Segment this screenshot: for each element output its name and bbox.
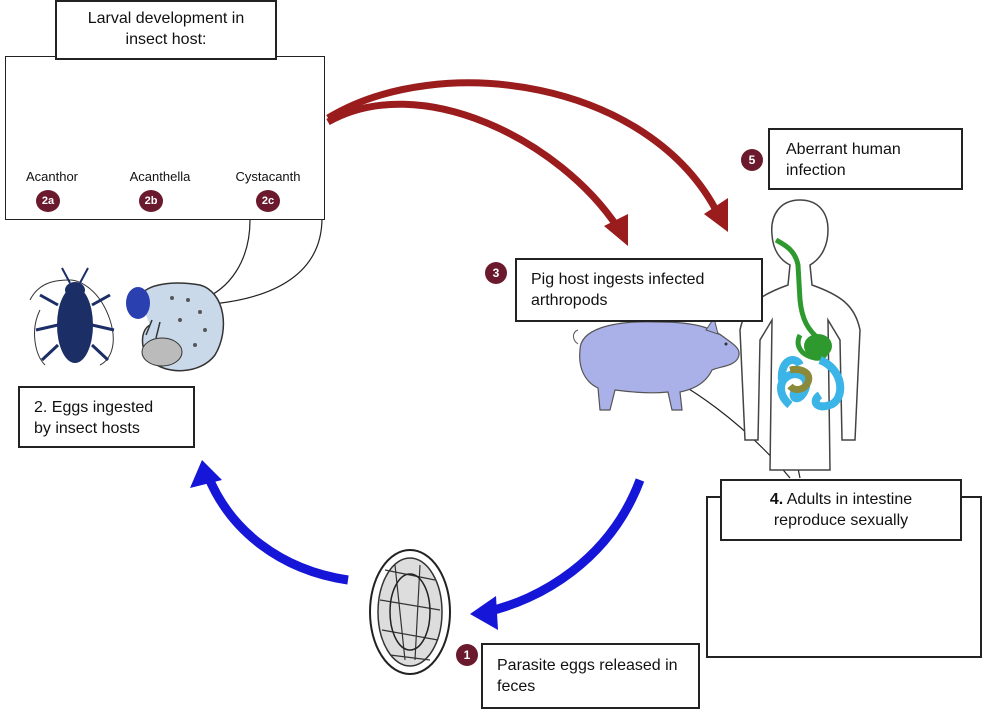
eggs-ingested-box: 2. Eggs ingested by insect hosts [18,386,195,448]
adults-line1: 4. Adults in intestine [732,489,950,510]
stage-label-acanthor: Acanthor [25,169,79,184]
human-infection-box: Aberrant human infection [768,128,963,190]
human-illustration [739,199,861,471]
pig-illustration [573,316,740,411]
eggs-released-line2: feces [497,678,536,695]
human-infection-line1: Aberrant human [786,141,901,158]
eggs-ingested-line1: 2. Eggs ingested [34,399,154,416]
connector-line-2 [199,217,323,306]
eggs-released-line1: Parasite eggs released in [497,657,678,674]
human-infection-line2: infection [786,162,846,179]
red-arrow-to-human [326,79,728,232]
stage-label-acanthella: Acanthella [129,169,191,184]
stage-label-cystacanth: Cystacanth [235,169,301,184]
adults-line2: reproduce sexually [773,512,909,529]
blue-arrow-to-insects [190,460,349,585]
adults-box: 4. Adults in intestine reproduce sexuall… [720,479,962,541]
step-badge-3: 3 [485,262,507,284]
adults-step-number: 4. [769,491,784,508]
stage-badge-2b: 2b [139,190,163,212]
larval-title-line2: insect host: [125,31,207,48]
step-badge-1: 1 [456,644,478,666]
egg-illustration [369,549,451,675]
blue-arrow-to-eggs [470,478,645,630]
red-arrow-to-pig [326,100,628,246]
pig-host-line2: arthropods [531,292,608,309]
stage-badge-2c: 2c [256,190,280,212]
eggs-ingested-line2: by insect hosts [34,420,140,437]
pig-host-line1: Pig host ingests infected [531,271,705,288]
stage-badge-2a: 2a [36,190,60,212]
beetle-illustration [29,267,115,366]
pig-host-box: Pig host ingests infected arthropods [515,258,763,322]
eggs-released-box: Parasite eggs released in feces [481,643,700,709]
larval-title-line1: Larval development in [87,10,245,27]
adults-line1-text: Adults in intestine [783,491,913,508]
step-badge-5: 5 [741,149,763,171]
larval-development-title: Larval development in insect host: [55,0,277,60]
grub-illustration [126,282,225,372]
